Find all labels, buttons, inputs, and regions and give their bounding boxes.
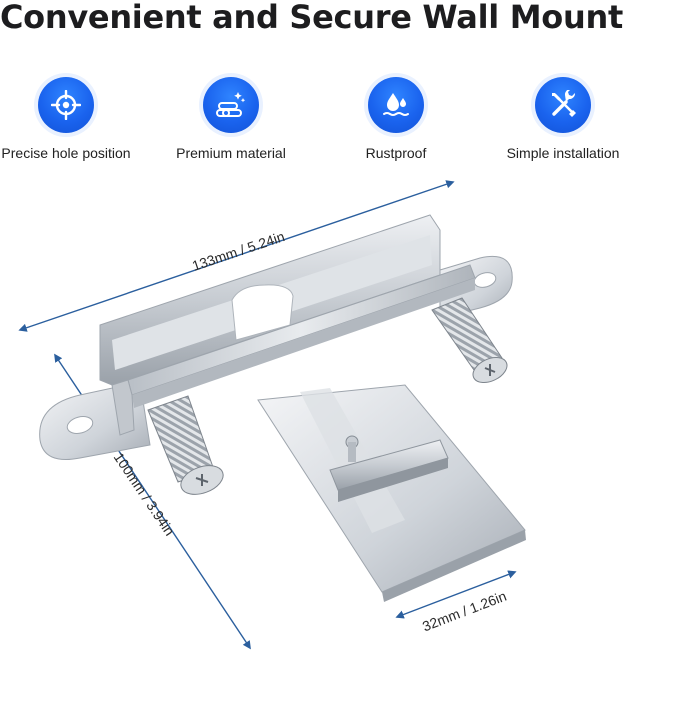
feature-rustproof: Rustproof bbox=[311, 77, 481, 161]
feature-label: Simple installation bbox=[506, 145, 620, 161]
screwdriver-wrench-icon bbox=[535, 77, 591, 133]
feature-label: Precise hole position bbox=[1, 145, 131, 161]
feature-premium-material: Premium material bbox=[146, 77, 316, 161]
feature-label: Premium material bbox=[176, 145, 286, 161]
feature-simple-installation: Simple installation bbox=[478, 77, 648, 161]
water-drop-icon bbox=[368, 77, 424, 133]
screw-right bbox=[431, 297, 508, 384]
screw-left bbox=[147, 395, 224, 495]
slider-plate bbox=[257, 384, 526, 593]
dimension-line-length bbox=[18, 180, 455, 332]
dimension-line-width bbox=[395, 570, 517, 619]
feature-precise-hole: Precise hole position bbox=[0, 77, 151, 161]
page-title: Convenient and Secure Wall Mount bbox=[0, 0, 623, 36]
crosshair-target-icon bbox=[38, 77, 94, 133]
material-stack-icon bbox=[203, 77, 259, 133]
feature-label: Rustproof bbox=[365, 145, 427, 161]
wall-mount-illustration bbox=[18, 180, 526, 650]
